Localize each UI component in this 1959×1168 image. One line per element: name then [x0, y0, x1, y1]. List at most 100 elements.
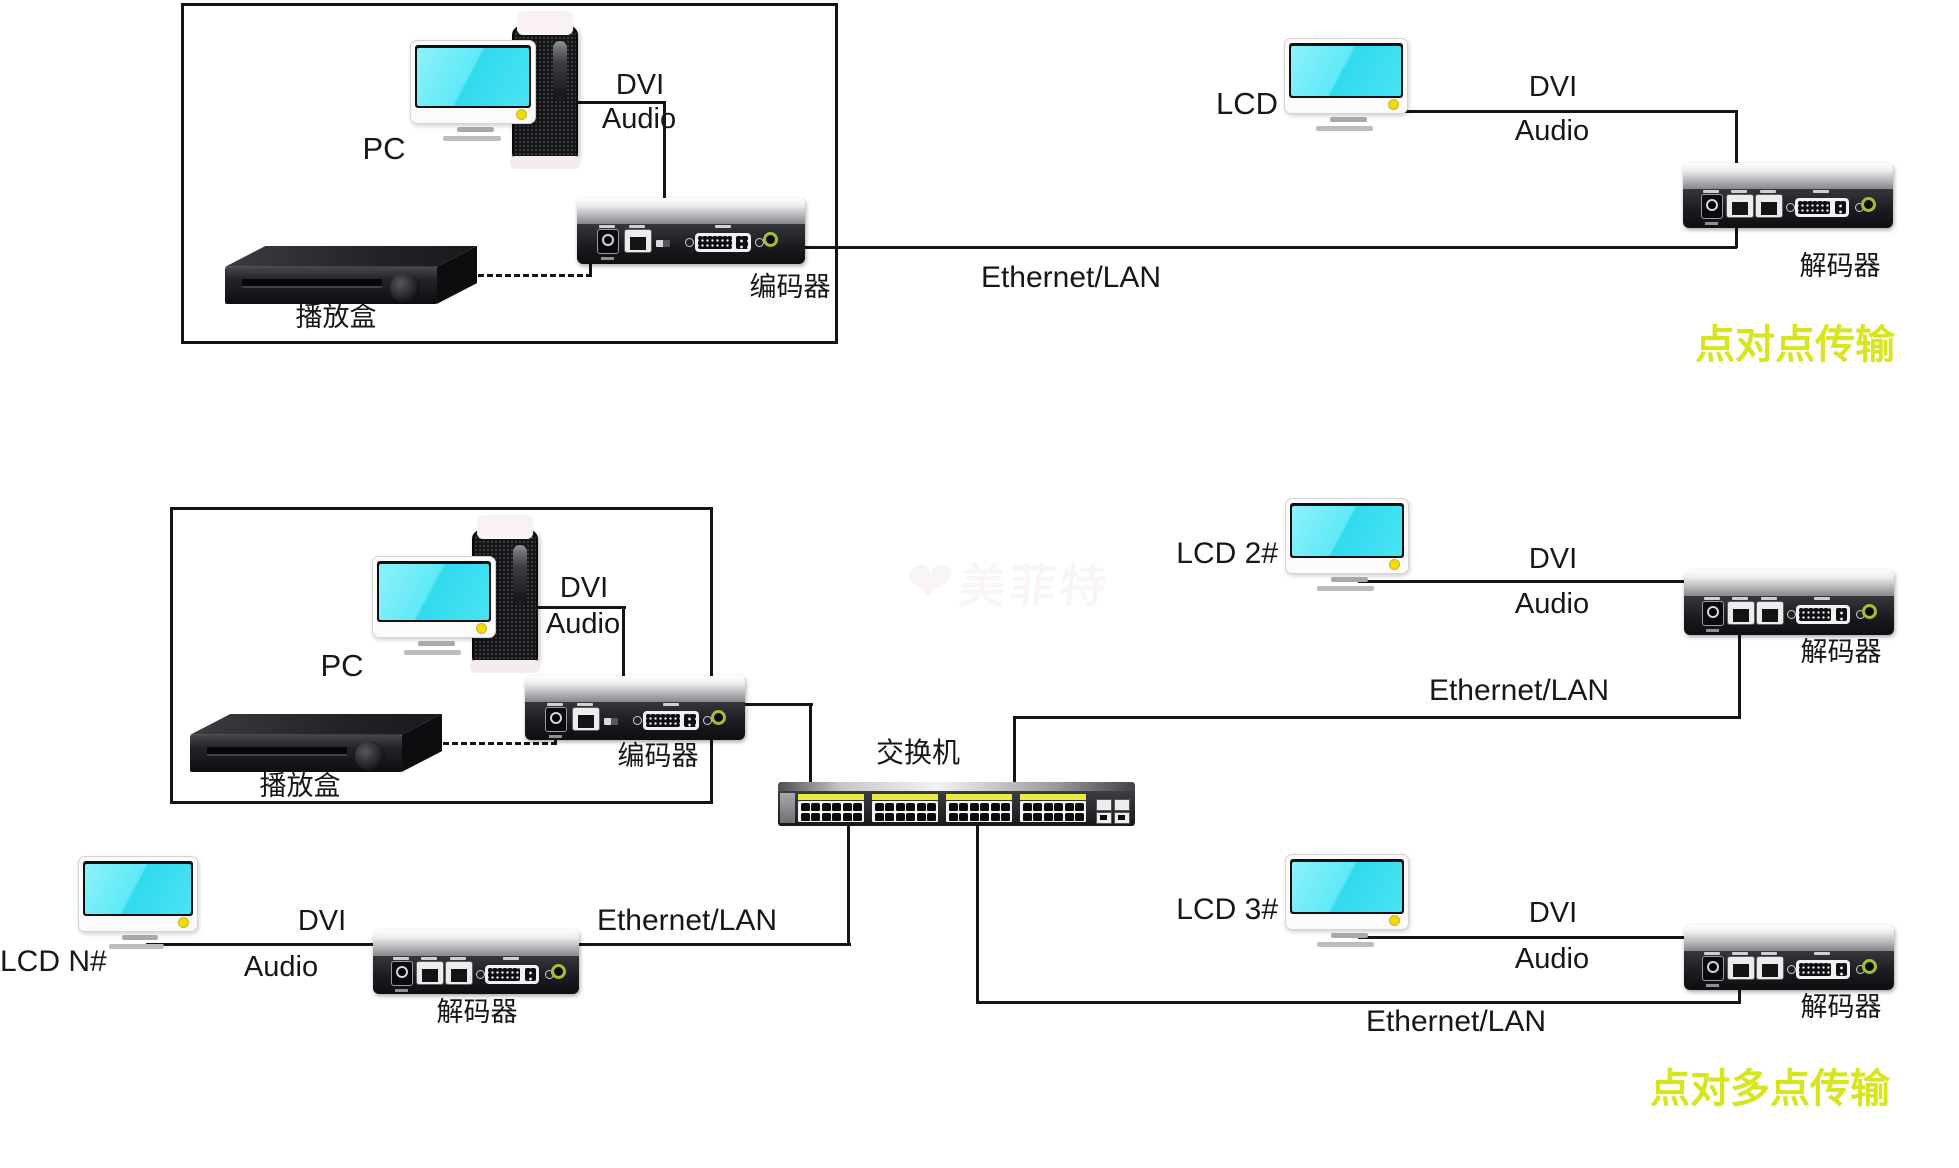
monitor-bezel	[415, 45, 531, 108]
player-box-front-face	[225, 266, 437, 304]
cable-eth-lcd3-h	[976, 1001, 1741, 1004]
cable-ethernet-top-h	[805, 246, 1737, 249]
rj45-port-icon	[885, 812, 895, 821]
port-group-strip	[946, 794, 1012, 800]
power-led-icon	[1389, 915, 1400, 926]
power-port	[391, 961, 413, 992]
decoder-device	[373, 930, 579, 994]
cable-dvi-lcd2	[1358, 580, 1686, 583]
watermark: ❤ 美菲特	[902, 550, 1114, 616]
monitor-bezel	[1290, 503, 1404, 558]
rj45-port-icon	[1064, 803, 1074, 811]
player-box-front-face	[190, 734, 402, 772]
port-label-print	[577, 703, 593, 706]
audio-label: Audio	[243, 951, 319, 983]
port-label-print	[1814, 952, 1830, 955]
rj45-port-icon	[801, 803, 810, 811]
section-title-p2p: 点对点传输	[1695, 323, 1895, 367]
port-group-strip	[872, 794, 938, 800]
lan-port	[573, 708, 599, 730]
encoder-label: 编码器	[749, 272, 831, 302]
port-label-print	[715, 225, 731, 228]
uplink-port-icon	[1096, 799, 1112, 811]
audio-label: Audio	[1514, 943, 1590, 975]
player-label: 播放盒	[295, 302, 377, 332]
decoder-label: 解码器	[1800, 992, 1882, 1022]
switch-label: 交换机	[875, 737, 960, 768]
dvi-pin-grid	[1799, 963, 1832, 976]
rj45-port-icon	[990, 803, 1000, 811]
dvi-port	[1796, 960, 1850, 979]
tower-drive-slot-icon	[553, 41, 567, 101]
dip-switch	[656, 240, 670, 247]
decoder-label: 解码器	[1800, 637, 1882, 667]
switch-top-bezel	[778, 782, 1135, 791]
port-group-panel	[1020, 801, 1086, 822]
ethernet-label: Ethernet/LAN	[1428, 674, 1610, 707]
screw-hole-icon	[633, 716, 642, 725]
lan-port	[446, 962, 472, 984]
pc-label: PC	[362, 131, 406, 166]
dvi-pin-block	[684, 714, 696, 727]
cable-eth-lcd2-v1	[1013, 716, 1016, 784]
lan-port	[1757, 957, 1783, 979]
cable-eth-lcdn-v	[847, 824, 850, 946]
monitor-stand	[122, 935, 159, 940]
rj45-port-icon	[969, 803, 979, 811]
dvi-port	[643, 711, 699, 730]
player-box	[225, 246, 477, 304]
lcd2-label: LCD 2#	[1176, 537, 1278, 570]
disc-slot-icon	[241, 279, 382, 289]
monitor-bezel	[83, 861, 193, 916]
screw-hole-icon	[1787, 610, 1796, 619]
rj45-port-icon	[1075, 812, 1084, 821]
dvi-pin-grid	[1798, 201, 1831, 214]
rj45-port-icon	[1054, 812, 1064, 821]
encoder-device	[525, 676, 745, 740]
watermark-text: 美菲特	[956, 560, 1113, 612]
rj45-port-icon	[895, 812, 905, 821]
encoder-label: 编码器	[617, 741, 699, 771]
port-label-print	[1813, 190, 1829, 193]
rj45-port-icon	[980, 803, 990, 811]
port-label-print	[393, 957, 409, 960]
monitor-stand	[1317, 586, 1375, 591]
rj45-port-icon	[949, 803, 958, 811]
dvi-port	[1796, 605, 1850, 624]
audio-jack	[1862, 604, 1877, 619]
rj45-port-icon	[821, 812, 831, 821]
audio-label: Audio	[545, 608, 621, 640]
rj45-port-icon	[811, 812, 821, 821]
dvi-label: DVI	[297, 905, 347, 937]
tower-drive-slot-icon	[513, 545, 527, 605]
monitor-screen	[85, 864, 191, 914]
rj45-port-icon	[801, 812, 810, 821]
rj45-port-icon	[1075, 803, 1084, 811]
rj45-port-icon	[959, 812, 969, 821]
lcdn-monitor	[78, 856, 198, 949]
monitor-frame	[1284, 38, 1408, 114]
cable-dvi-src-bottom-v	[622, 606, 625, 678]
cable-eth-lcd2-h	[1013, 716, 1741, 719]
audio-label: Audio	[601, 103, 677, 135]
rj45-port-icon	[1064, 812, 1074, 821]
section-title-multipoint: 点对多点传输	[1650, 1067, 1890, 1111]
uplink-port-icon	[1114, 799, 1130, 811]
dvi-label: DVI	[1528, 543, 1578, 575]
rj45-port-icon	[916, 812, 926, 821]
cable-dvi-display-top-v	[1735, 110, 1738, 165]
dvi-label: DVI	[559, 572, 609, 604]
dvi-label: DVI	[1528, 71, 1578, 103]
lcd-label: LCD	[1215, 86, 1278, 121]
cable-player-encoder-bottom	[443, 742, 557, 745]
lan-port	[1756, 195, 1782, 217]
audio-label: Audio	[1514, 588, 1590, 620]
rj45-port-icon	[1023, 803, 1032, 811]
rj45-port-icon	[927, 812, 936, 821]
screw-hole-icon	[476, 970, 485, 979]
dvi-pin-block	[524, 968, 536, 981]
power-led-icon	[476, 623, 487, 634]
screw-hole-icon	[685, 238, 694, 247]
dvi-pin-block	[1835, 963, 1847, 976]
